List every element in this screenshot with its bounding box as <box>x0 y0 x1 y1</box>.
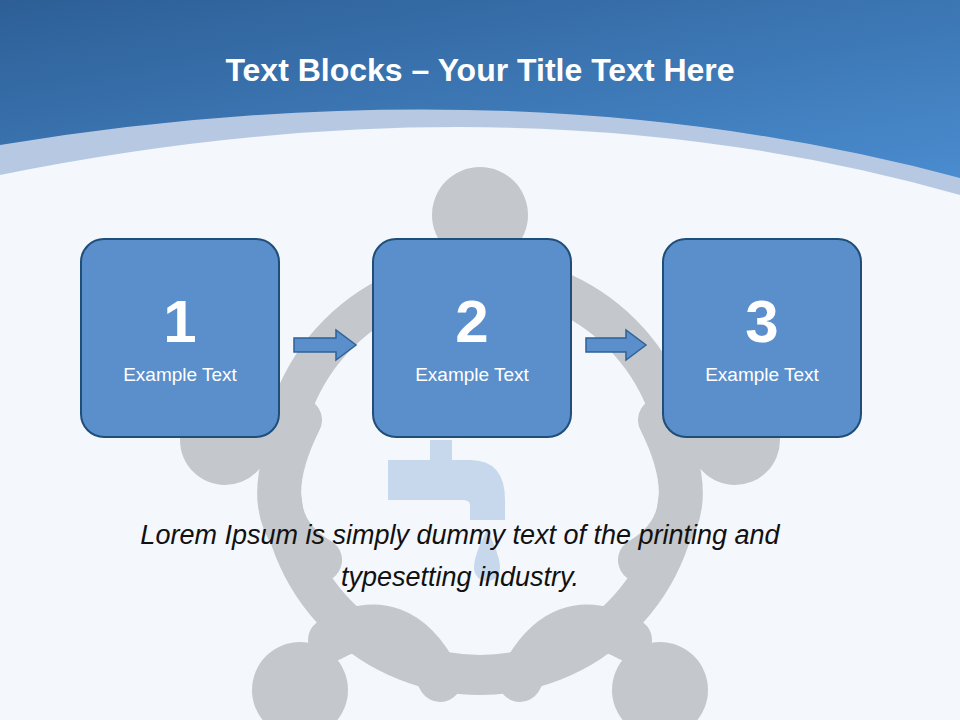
block-arrow <box>294 330 356 360</box>
step-number: 2 <box>455 289 488 355</box>
faucet-icon <box>388 440 505 581</box>
process-box: 1Example Text <box>80 238 280 438</box>
header-curve <box>0 0 960 195</box>
process-box: 2Example Text <box>372 238 572 438</box>
header-band <box>0 0 960 178</box>
people-circle <box>279 275 681 680</box>
step-text: Example Text <box>415 363 529 388</box>
step-text: Example Text <box>705 363 819 388</box>
step-text: Example Text <box>123 363 237 388</box>
body-text: Lorem Ipsum is simply dummy text of the … <box>90 514 830 598</box>
process-box: 3Example Text <box>662 238 862 438</box>
slide-title: Text Blocks – Your Title Text Here <box>0 52 960 89</box>
block-arrow <box>586 330 646 360</box>
step-number: 1 <box>163 289 196 355</box>
step-number: 3 <box>745 289 778 355</box>
